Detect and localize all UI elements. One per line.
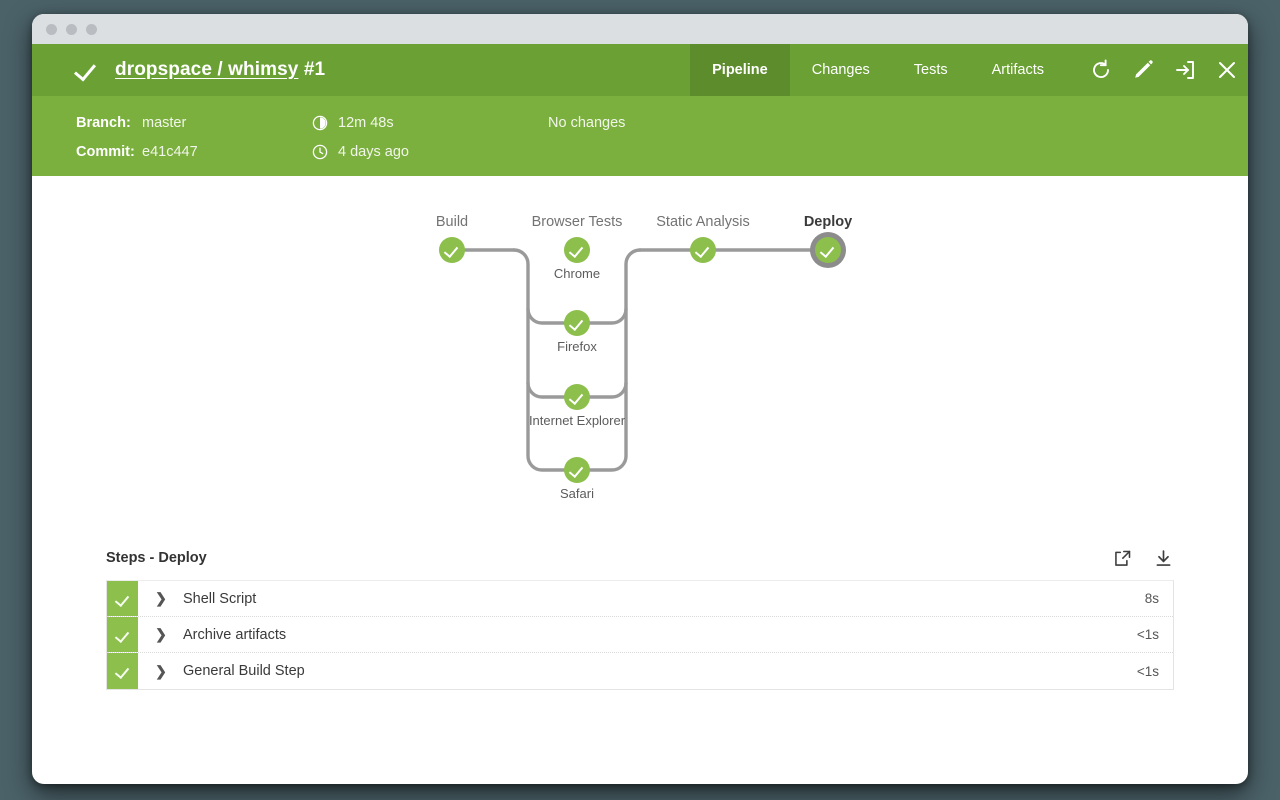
branch-value: master — [142, 115, 187, 131]
tab-tests[interactable]: Tests — [913, 62, 948, 78]
window-close-dot[interactable] — [46, 23, 57, 35]
step-expand-chevron-icon[interactable]: ❯ — [155, 662, 167, 679]
table-row[interactable]: ❯ Shell Script 8s — [107, 581, 1173, 617]
clock-icon — [312, 144, 328, 160]
repo-link[interactable]: dropspace / whimsy — [115, 59, 299, 80]
logs-enter-icon — [1176, 61, 1194, 79]
step-status-check-icon — [107, 581, 138, 616]
pipeline-node-chrome[interactable] — [564, 237, 590, 263]
rerun-button[interactable] — [1080, 44, 1122, 96]
duration-icon — [312, 115, 328, 131]
steps-header: Steps - Deploy — [106, 536, 1174, 580]
stage-label-deploy[interactable]: Deploy — [803, 214, 853, 230]
tab-artifacts[interactable]: Artifacts — [991, 62, 1044, 78]
duration-value: 12m 48s — [338, 115, 394, 131]
edit-button[interactable] — [1122, 44, 1164, 96]
window-titlebar — [32, 14, 1248, 44]
steps-title: Steps - Deploy — [106, 550, 207, 566]
build-title-group: dropspace / whimsy #1 — [32, 44, 325, 96]
step-status-check-icon — [107, 617, 138, 652]
window-minimize-dot[interactable] — [66, 23, 77, 35]
pipeline-node-label-firefox: Firefox — [557, 339, 597, 354]
step-status-check-icon — [107, 653, 138, 689]
pipeline-wire — [526, 381, 579, 399]
step-duration: <1s — [1136, 663, 1159, 679]
pipeline-wire — [575, 307, 628, 325]
pipeline-connectors — [450, 248, 830, 472]
step-name: Archive artifacts — [183, 626, 287, 643]
step-name: Shell Script — [183, 590, 257, 607]
step-spacer — [138, 653, 152, 689]
branch-info: Branch: master — [76, 115, 186, 131]
close-button[interactable] — [1206, 44, 1248, 96]
pipeline-node-label-chrome: Chrome — [553, 266, 601, 281]
build-info-bar: Branch: master Commit: e41c447 12m 48s — [32, 96, 1248, 176]
age-value: 4 days ago — [338, 144, 409, 160]
step-name: General Build Step — [183, 663, 305, 679]
pipeline-wire — [526, 307, 579, 325]
build-status-check-icon — [76, 57, 102, 83]
build-header: dropspace / whimsy #1 Pipeline Changes T… — [32, 44, 1248, 96]
step-expand-chevron-icon[interactable]: ❯ — [155, 590, 167, 606]
tab-pipeline[interactable]: Pipeline — [690, 44, 790, 96]
download-icon[interactable] — [1153, 548, 1174, 569]
branch-label: Branch: — [76, 115, 131, 131]
stage-label-browser-tests[interactable]: Browser Tests — [531, 214, 623, 230]
commit-info: Commit: e41c447 — [76, 144, 198, 160]
table-row[interactable]: ❯ Archive artifacts <1s — [107, 617, 1173, 653]
open-external-icon[interactable] — [1112, 548, 1133, 569]
step-duration: <1s — [1136, 627, 1159, 642]
steps-section: Steps - Deploy ❯ Shell Script 8s ❯ Archive a… — [32, 536, 1248, 690]
window-zoom-dot[interactable] — [86, 23, 97, 35]
build-number: #1 — [303, 59, 326, 80]
enter-logs-button[interactable] — [1164, 44, 1206, 96]
edit-pencil-icon — [1135, 60, 1153, 78]
changes-value: No changes — [548, 115, 626, 131]
steps-actions — [1112, 548, 1174, 569]
pipeline-wire — [575, 381, 628, 399]
page-title: dropspace / whimsy #1 — [115, 59, 325, 81]
app-window: dropspace / whimsy #1 Pipeline Changes T… — [32, 14, 1248, 784]
pipeline-node-firefox[interactable] — [564, 310, 590, 336]
pipeline-node-6[interactable] — [815, 237, 841, 263]
duration-info: 12m 48s — [312, 115, 394, 131]
step-duration: 8s — [1144, 591, 1159, 606]
stage-label-static-analysis[interactable]: Static Analysis — [656, 214, 750, 230]
commit-value: e41c447 — [142, 144, 198, 160]
pipeline-node-label-internet-explorer: Internet Explorer — [528, 413, 626, 428]
pipeline-wire — [512, 248, 579, 472]
step-expand-chevron-icon[interactable]: ❯ — [155, 626, 167, 642]
steps-table: ❯ Shell Script 8s ❯ Archive artifacts <1s ❯ Gen… — [106, 580, 1174, 690]
age-info: 4 days ago — [312, 144, 409, 160]
pipeline-node-safari[interactable] — [564, 457, 590, 483]
pipeline-node-0[interactable] — [439, 237, 465, 263]
stage-label-build[interactable]: Build — [435, 214, 469, 230]
commit-label: Commit: — [76, 144, 135, 160]
pipeline-node-internet-explorer[interactable] — [564, 384, 590, 410]
close-icon — [1219, 62, 1235, 78]
step-spacer — [138, 581, 152, 616]
changes-info: No changes — [548, 115, 625, 131]
tab-changes[interactable]: Changes — [811, 62, 870, 78]
rerun-icon — [1093, 59, 1109, 78]
pipeline-node-5[interactable] — [690, 237, 716, 263]
header-right-group: Pipeline Changes Tests Artifacts — [690, 44, 1248, 96]
pipeline-wire — [575, 248, 642, 472]
pipeline-node-label-safari: Safari — [560, 486, 594, 501]
step-spacer — [138, 617, 152, 652]
table-row[interactable]: ❯ General Build Step <1s — [107, 653, 1173, 689]
